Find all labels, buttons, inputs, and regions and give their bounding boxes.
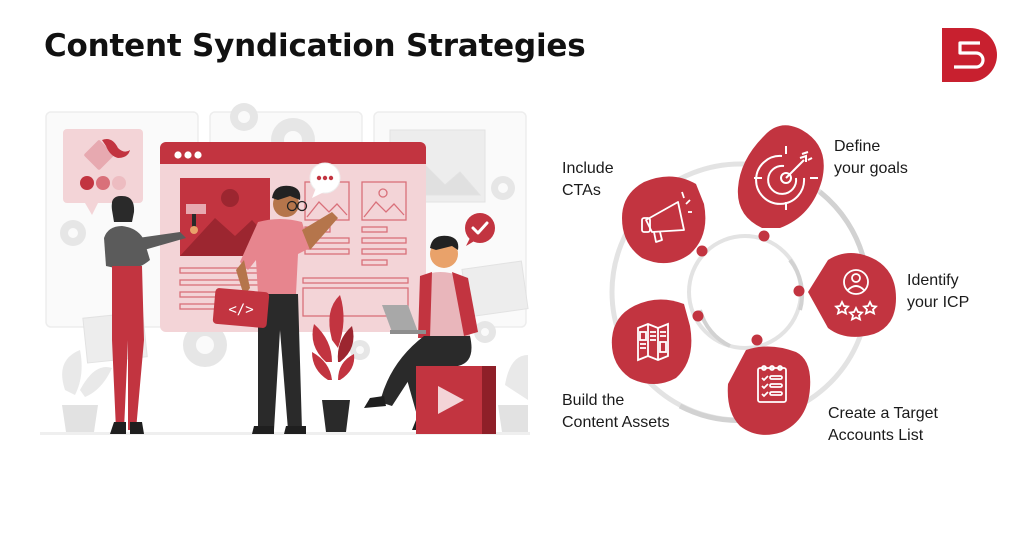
step-define-goals-badge [737, 125, 824, 228]
man-with-code-tablet-figure: </> [212, 185, 338, 434]
step-label-target-accounts: Create a Target Accounts List [828, 405, 938, 444]
checklist-notepad-icon [757, 365, 787, 403]
step-identify-icp-badge [808, 253, 896, 337]
brochure-icon [637, 322, 669, 362]
step-label-include-ctas: Include CTAs [562, 160, 614, 199]
step-label-identify-icp: Identify your ICP [907, 272, 970, 311]
team-building-website-illustration: </> [40, 103, 530, 435]
step-label-define-goals: Define your goals [834, 138, 908, 177]
brand-logo-icon [942, 28, 997, 82]
speech-bubble-dots-icon [309, 162, 341, 198]
color-palette-card [63, 129, 143, 215]
background-plants [62, 350, 528, 432]
video-play-block-icon [416, 366, 496, 434]
code-tablet-icon: </> [212, 288, 270, 328]
step-include-ctas-badge [622, 176, 706, 264]
page-title: Content Syndication Strategies [44, 28, 586, 64]
step-target-accounts-badge [727, 346, 811, 435]
potted-plant [312, 295, 355, 432]
step-content-assets-badge [611, 299, 692, 384]
woman-painting-figure [104, 195, 206, 434]
check-bubble-icon [465, 213, 495, 246]
megaphone-icon [641, 191, 692, 243]
laptop-icon [382, 305, 426, 334]
step-label-content-assets: Build the Content Assets [562, 392, 670, 431]
syndication-steps-diagram: Define your goals Identify your ICP Crea… [550, 120, 1020, 460]
target-arrow-icon [754, 146, 818, 210]
steps-ring-graphic [609, 125, 896, 435]
user-rating-stars-icon [834, 269, 878, 322]
svg-text:</>: </> [228, 302, 253, 318]
